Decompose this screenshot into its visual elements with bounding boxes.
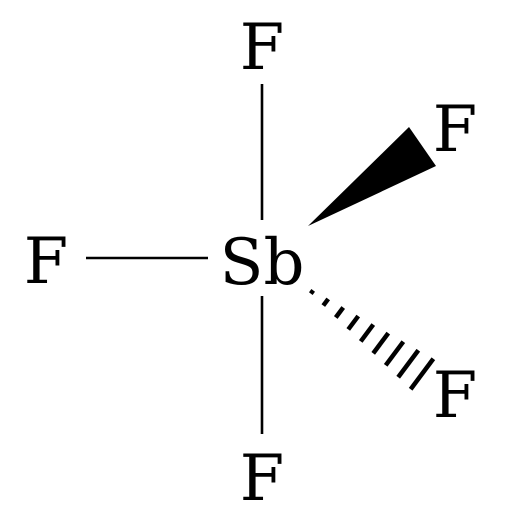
hash-dash (358, 323, 376, 343)
hash-dash (408, 357, 436, 391)
central-atom-label: Sb (220, 226, 305, 300)
fluorine-lower-right-label: F (433, 359, 477, 433)
fluorine-upper-right-label: F (433, 93, 477, 167)
hash-dash (321, 297, 331, 307)
hashed-bond-lower-right (309, 289, 436, 391)
hash-dash (333, 306, 346, 319)
fluorine-bottom-label: F (240, 442, 284, 512)
wedge-bond-upper-right (308, 127, 436, 226)
hash-dash (371, 331, 391, 355)
hash-dash (346, 314, 361, 331)
hash-dash (309, 289, 315, 295)
fluorine-left-label: F (24, 225, 68, 299)
hash-dash (383, 340, 406, 367)
hash-dash (396, 348, 421, 379)
fluorine-top-label: F (240, 11, 284, 85)
